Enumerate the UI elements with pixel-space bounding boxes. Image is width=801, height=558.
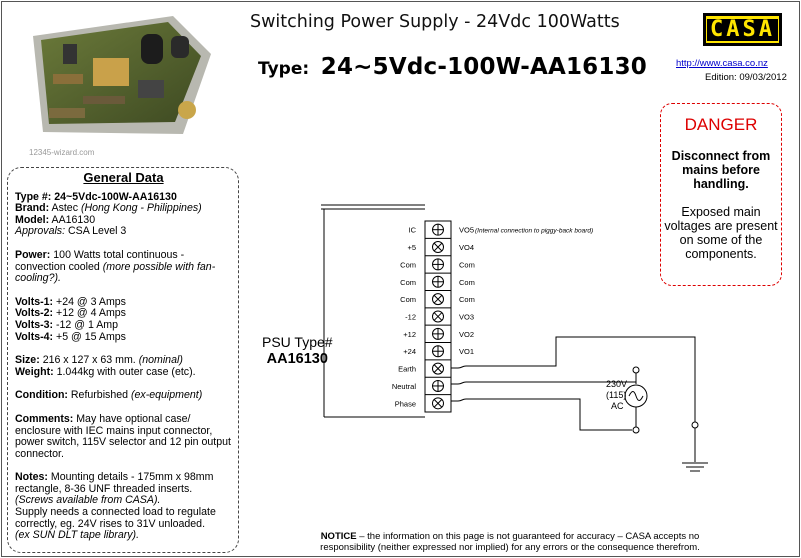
id-section: Type #: 24~5Vdc-100W-AA16130 Brand: Aste… xyxy=(15,190,202,238)
terminal-label-left: -12 xyxy=(405,313,416,322)
size-section: Size: 216 x 127 x 63 mm. (nominal) Weigh… xyxy=(15,354,196,378)
type-heading: Type: 24~5Vdc-100W-AA16130 xyxy=(258,54,647,80)
terminal-label-left: Phase xyxy=(395,399,416,408)
edition-date: Edition: 09/03/2012 xyxy=(705,72,787,83)
source-type: AC xyxy=(611,401,624,411)
volts-section: Volts-1: +24 @ 3 Amps Volts-2: +12 @ 4 A… xyxy=(15,295,126,343)
general-data-box: General Data Type #: 24~5Vdc-100W-AA1613… xyxy=(7,167,239,553)
danger-box: DANGER Disconnect from mains before hand… xyxy=(660,103,782,286)
terminal-label-right: VO2 xyxy=(459,330,474,339)
terminal-label-left: +12 xyxy=(403,330,416,339)
page-title: Switching Power Supply - 24Vdc 100Watts xyxy=(250,12,620,32)
terminal-mark xyxy=(433,399,443,408)
source-voltage: 230V xyxy=(606,379,627,389)
terminal-label-left: Com xyxy=(400,295,416,304)
terminal-label-right: VO4 xyxy=(459,243,474,252)
danger-text: Exposed main voltages are present on som… xyxy=(664,205,778,261)
logo-text: CASA xyxy=(707,18,778,41)
photo-watermark: 12345-wizard.com xyxy=(29,148,95,157)
casa-logo: CASA xyxy=(703,13,782,46)
terminal-mark xyxy=(433,294,443,304)
terminal-label-right: Com xyxy=(459,278,475,287)
notes-section: Notes: Mounting details - 175mm x 98mm r… xyxy=(15,471,216,542)
type-value: 24~5Vdc-100W-AA16130 xyxy=(320,54,647,80)
terminal-label-right: VO1 xyxy=(459,347,474,356)
terminal-label-left: Earth xyxy=(398,365,416,374)
psu-model: AA16130 xyxy=(266,351,328,367)
terminal-label-left: IC xyxy=(409,226,417,235)
terminal-label-left: +5 xyxy=(407,243,416,252)
terminal-label-right: VO3 xyxy=(459,313,474,322)
psu-outline xyxy=(321,204,452,418)
danger-title: DANGER xyxy=(684,115,758,134)
psu-type-label: PSU Type# AA16130 xyxy=(262,334,333,367)
condition-section: Condition: Refurbished (ex-equipment) xyxy=(15,389,203,402)
website-link[interactable]: http://www.casa.co.nz xyxy=(676,58,768,69)
product-photo: 12345-wizard.com xyxy=(23,16,211,158)
type-label: Type: xyxy=(258,59,310,79)
terminal-label-left: Neutral xyxy=(392,382,417,391)
terminal-note: (Internal connection to piggy-back board… xyxy=(475,228,593,235)
notice: NOTICE – the information on this page is… xyxy=(320,531,700,553)
terminal-mark xyxy=(433,364,443,373)
danger-warning: Disconnect from mains before handling. xyxy=(671,149,771,191)
terminal-mark xyxy=(433,242,443,252)
terminal-label-right: Com xyxy=(459,295,475,304)
power-section: Power: 100 Watts total continuous - conv… xyxy=(15,248,216,285)
general-data-title: General Data xyxy=(83,170,164,185)
comments-section: Comments: May have optional case/ enclos… xyxy=(15,412,231,460)
terminal-mark xyxy=(433,312,443,321)
mains-wiring xyxy=(451,336,708,472)
terminal-label-right: Com xyxy=(459,260,475,269)
terminal-label-left: +24 xyxy=(403,347,416,356)
terminal-label-left: Com xyxy=(400,260,416,269)
terminal-label-left: Com xyxy=(400,278,416,287)
terminal-block: IC VO5(Internal connection to piggy-back … xyxy=(392,223,593,410)
terminal-label-right: VO5 xyxy=(459,226,474,235)
source-alt-voltage: (115) xyxy=(606,390,626,400)
